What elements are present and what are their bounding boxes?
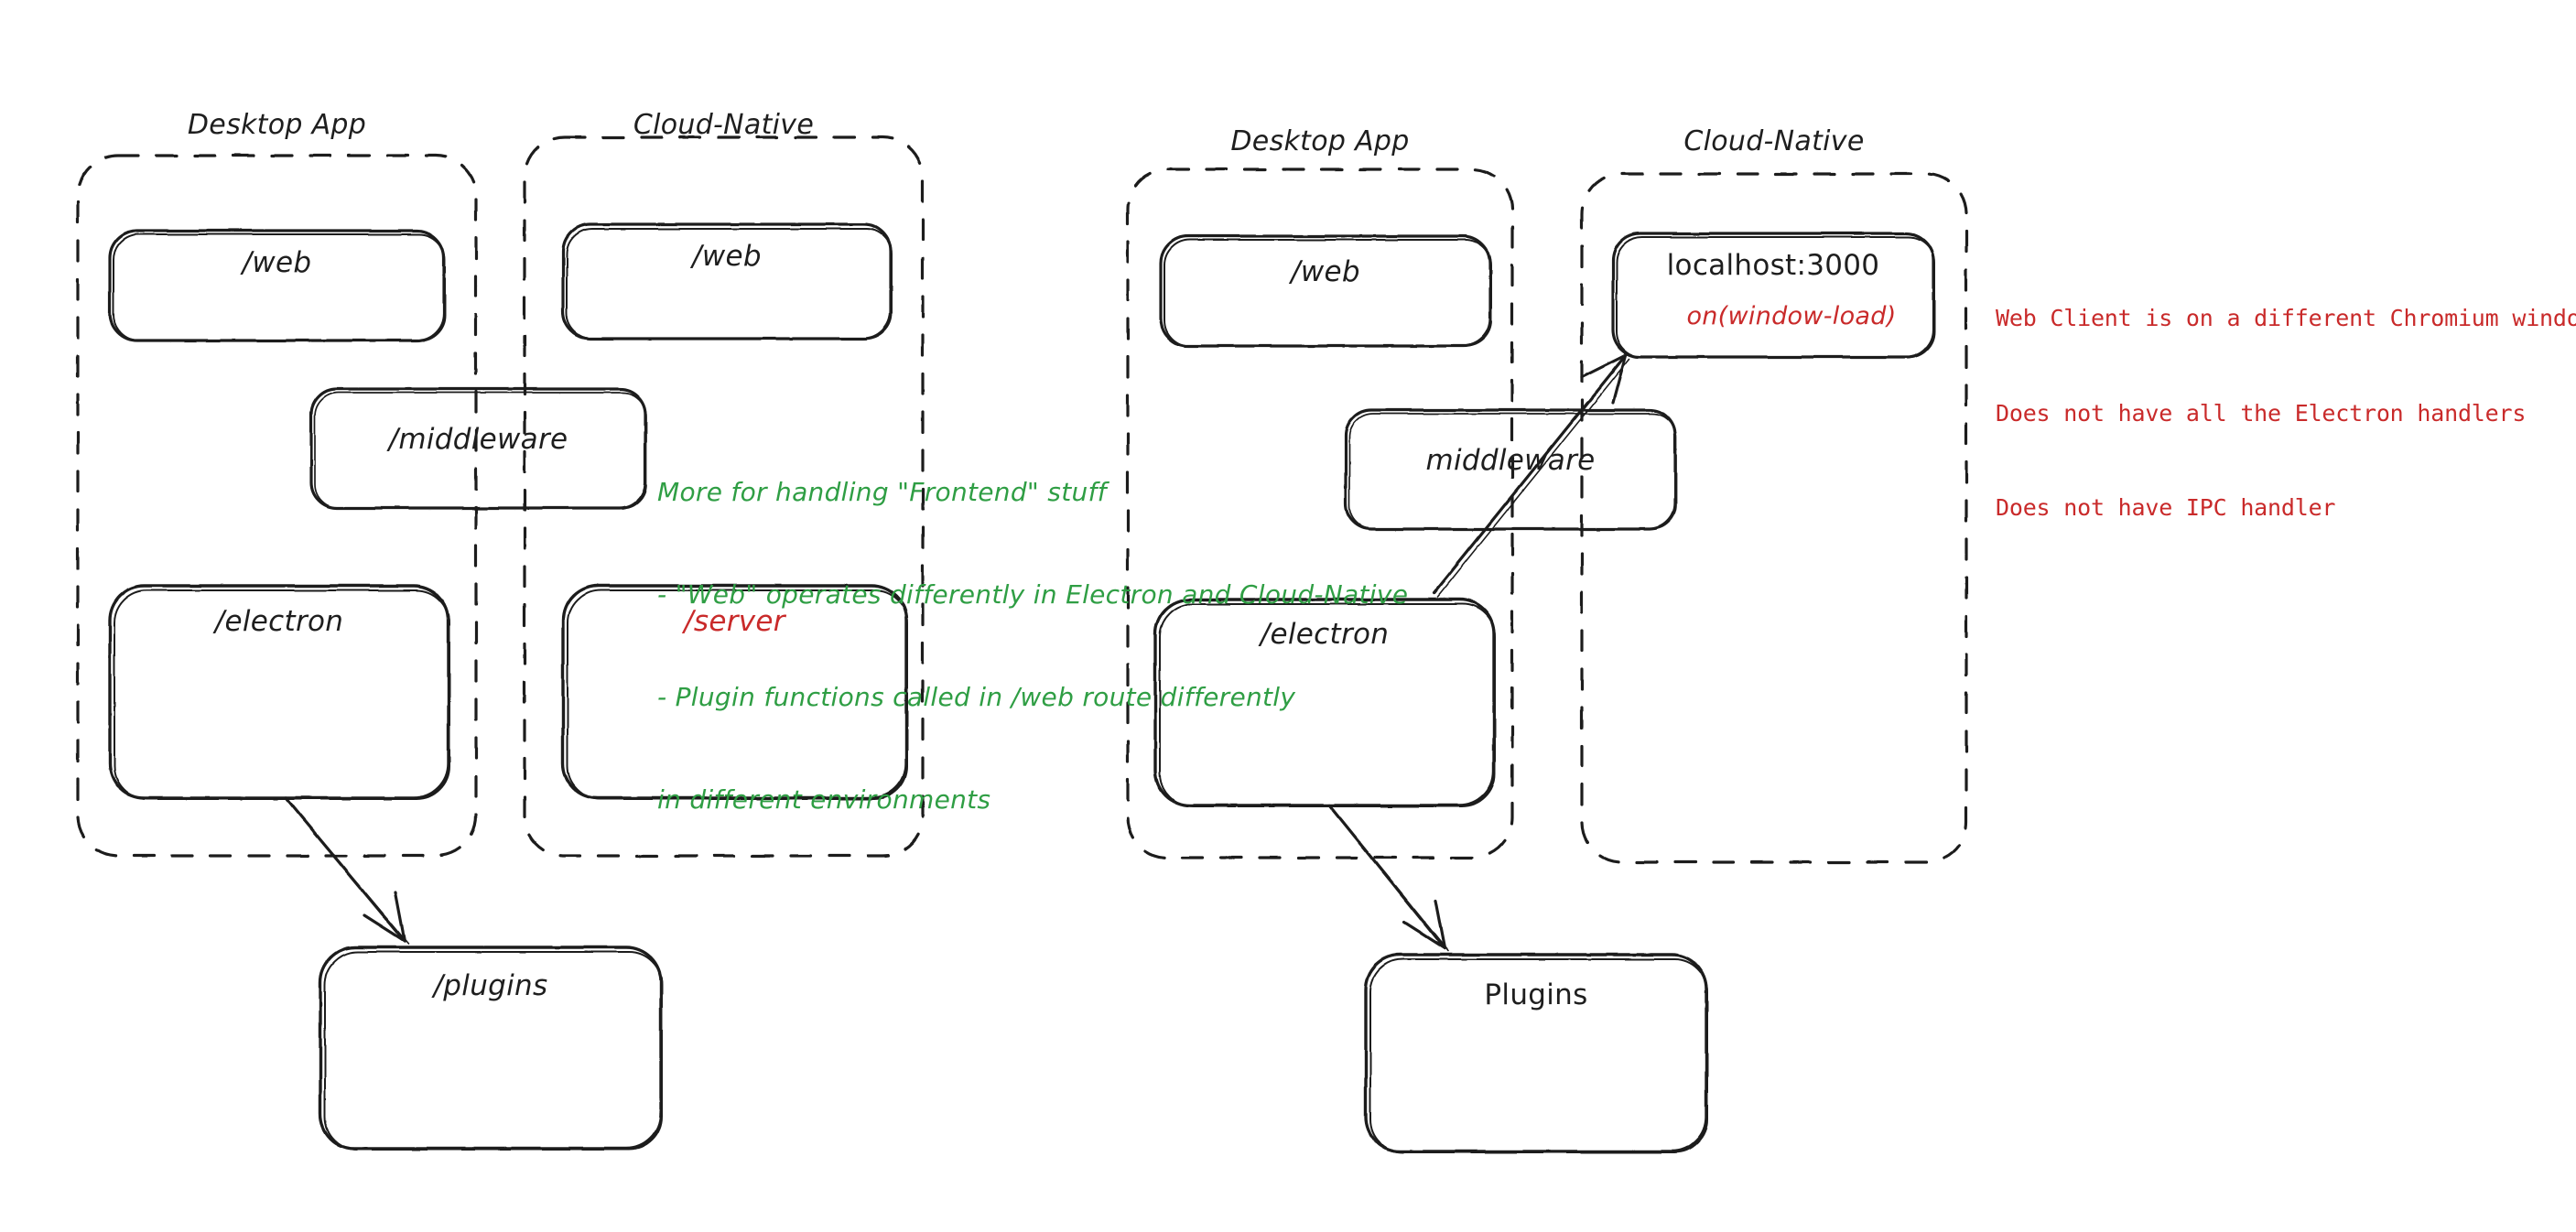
left-node-electron-border (108, 584, 450, 800)
right-edge-electron-to-plugins (1327, 804, 1449, 952)
left-node-web-cloud-border (561, 222, 893, 340)
left-group-desktop-app-border (76, 154, 478, 858)
left-node-label-web-cloud[interactable]: /web (692, 240, 762, 273)
left-node-middleware-border (309, 387, 647, 510)
left-group-cloud-native-border (523, 135, 925, 858)
annotation-red-line-1: Web Client is on a different Chromium wi… (1996, 305, 2576, 331)
right-group-desktop-app-border (1126, 168, 1514, 859)
right-node-label-web[interactable]: /web (1291, 255, 1360, 288)
right-node-middleware-border (1344, 408, 1677, 531)
left-edge-electron-to-plugins (284, 796, 409, 945)
left-node-web-desktop-border (108, 229, 446, 342)
annotation-green-line-3: - Plugin functions called in /web route … (657, 681, 1296, 712)
annotation-green-line-2: - "Web" operates differently in Electron… (657, 579, 1409, 611)
annotation-red-line-3: Does not have IPC handler (1996, 494, 2336, 521)
left-node-label-server[interactable]: /server (684, 605, 785, 638)
annotation-green-line-4: in different environments (657, 784, 991, 815)
left-node-server-border (561, 584, 908, 800)
right-node-localhost-border (1611, 232, 1935, 359)
annotation-red-note: Web Client is on a different Chromium wi… (1996, 240, 2576, 588)
right-node-label-plugins[interactable]: Plugins (1484, 978, 1588, 1011)
annotation-green-note: More for handling "Frontend" stuff - "We… (657, 407, 1408, 884)
right-node-label-middleware[interactable]: middleware (1425, 444, 1596, 477)
right-edge-electron-to-localhost (1432, 353, 1630, 598)
annotation-green-line-1: More for handling "Frontend" stuff (657, 477, 1107, 508)
right-node-electron-border (1153, 598, 1496, 807)
right-node-web-border (1159, 234, 1492, 348)
left-group-label-desktop-app: Desktop App (187, 109, 367, 141)
right-group-label-cloud-native: Cloud-Native (1683, 125, 1865, 157)
right-group-cloud-native-border (1580, 172, 1968, 864)
left-node-plugins-border (319, 946, 663, 1151)
annotation-red-line-2: Does not have all the Electron handlers (1996, 399, 2527, 427)
left-node-label-middleware[interactable]: /middleware (388, 423, 568, 456)
left-node-label-web-desktop[interactable]: /web (242, 246, 312, 279)
right-node-plugins-border (1364, 953, 1708, 1153)
right-group-label-desktop-app: Desktop App (1230, 125, 1410, 157)
left-node-label-electron[interactable]: /electron (214, 605, 344, 638)
left-node-label-plugins[interactable]: /plugins (433, 969, 548, 1002)
right-node-label-electron[interactable]: /electron (1260, 618, 1390, 651)
right-node-label-localhost[interactable]: localhost:3000 (1666, 249, 1880, 282)
right-node-sublabel-on-window-load: on(window-load) (1686, 302, 1897, 330)
left-group-label-cloud-native: Cloud-Native (633, 109, 815, 141)
